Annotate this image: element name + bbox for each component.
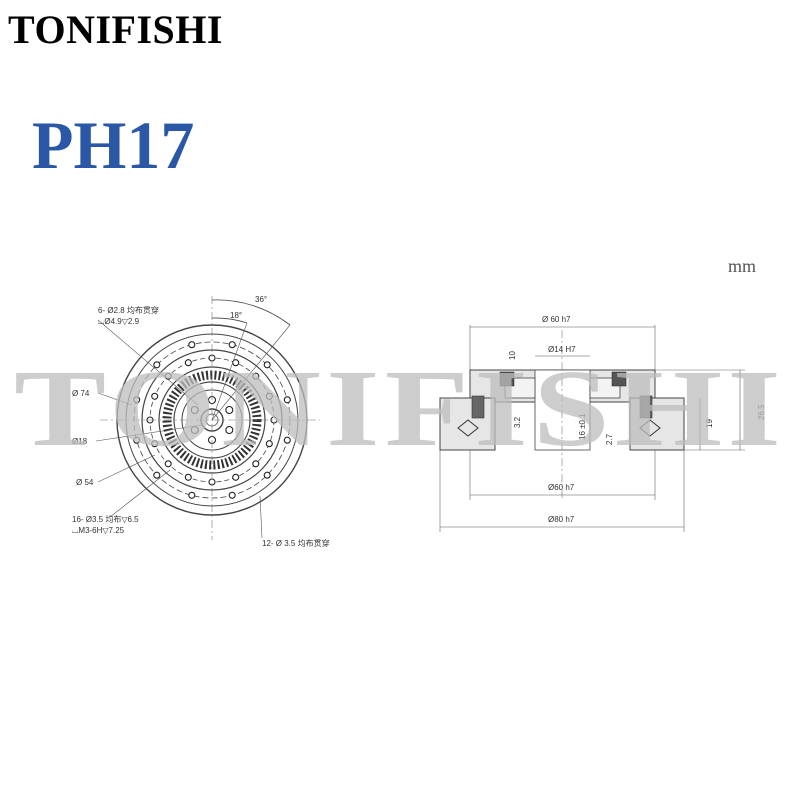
flange-hole-12 xyxy=(153,361,161,369)
dim-32: 3.2 xyxy=(513,416,522,428)
threaded-hole-16 xyxy=(164,460,172,468)
through-hole-6 xyxy=(225,405,234,415)
holes-12-group xyxy=(133,341,291,499)
flange-hole-12 xyxy=(263,471,271,479)
front-view: 6- Ø2.8 均布贯穿 ⌴Ø4.9▽2.9 36° 18° Ø 74 Ø18 … xyxy=(72,295,330,548)
dim-holes-16: 16- Ø3.5 均布▽6.5 xyxy=(72,514,139,524)
flange-hole-12 xyxy=(133,396,141,404)
cross-roller-right xyxy=(639,419,661,437)
bolt-left xyxy=(471,395,485,419)
through-hole-6 xyxy=(190,405,199,415)
angle-36-arc xyxy=(211,299,291,326)
flange-hole-12 xyxy=(263,361,271,369)
flange-hole-12 xyxy=(228,491,236,499)
brand-title: TONIFISHI xyxy=(8,7,223,52)
dim-10: 10 xyxy=(508,351,517,360)
model-title: PH17 xyxy=(32,107,195,183)
threaded-hole-16 xyxy=(265,440,273,448)
dim-16: 16 ±0.1 xyxy=(578,413,587,440)
threaded-hole-16 xyxy=(151,440,159,448)
threaded-hole-16 xyxy=(184,473,192,481)
angle-18-arc xyxy=(211,317,248,324)
through-hole-6 xyxy=(190,425,199,435)
threaded-hole-16 xyxy=(252,372,260,380)
dim-bottom-dia: Ø60 h7 xyxy=(548,483,575,492)
flange-hole-12 xyxy=(188,491,196,499)
leader-12-holes xyxy=(259,495,263,539)
threaded-hole-16 xyxy=(252,460,260,468)
leader-6-holes xyxy=(97,319,199,406)
threaded-hole-16 xyxy=(151,392,159,400)
dim-thread-16: ⌴M3-6H▽7.25 xyxy=(72,526,125,535)
flange-hole-12 xyxy=(153,471,161,479)
right-base xyxy=(629,397,685,451)
through-hole-6 xyxy=(225,425,234,435)
dim-hole-6: 6- Ø2.8 均布贯穿 xyxy=(98,305,159,315)
dim-d74: Ø 74 xyxy=(72,389,90,398)
leader-d18 xyxy=(95,424,203,442)
unit-label: mm xyxy=(728,256,757,276)
dim-d54: Ø 54 xyxy=(76,478,94,487)
nut-right-top xyxy=(611,371,627,387)
dim-27: 2.7 xyxy=(605,433,614,445)
leader-d74 xyxy=(97,392,133,406)
flange-hole-12 xyxy=(133,436,141,444)
dim-19: 19 xyxy=(705,419,714,428)
dim-outer-dia: Ø80 h7 xyxy=(548,515,575,524)
dim-cbore-6: ⌴Ø4.9▽2.9 xyxy=(98,317,140,326)
threaded-hole-16 xyxy=(164,372,172,380)
nut-left-top xyxy=(499,371,515,387)
angle-36-leader xyxy=(211,324,291,421)
flange-hole-12 xyxy=(283,396,291,404)
center-bore xyxy=(534,369,591,451)
dim-angle-18: 18° xyxy=(230,311,242,320)
bolt-right xyxy=(639,395,653,419)
dim-inner-dia: Ø14 H7 xyxy=(548,345,576,354)
flange-hole-12 xyxy=(228,341,236,349)
leader-d54 xyxy=(97,454,156,483)
threaded-hole-16 xyxy=(184,359,192,367)
side-view: Ø 60 h7 Ø14 H7 10 3.2 16 ±0.1 2.7 19 26.… xyxy=(439,315,766,532)
watermark-text: TONIFISHI xyxy=(14,347,786,469)
leader-16-holes xyxy=(109,469,171,518)
flange-hole-12 xyxy=(283,436,291,444)
dim-265: 26.5 xyxy=(757,404,766,420)
angle-18-leader xyxy=(211,322,248,421)
threaded-hole-16 xyxy=(232,473,240,481)
left-base xyxy=(439,397,496,451)
dim-holes-12: 12- Ø 3.5 均布贯穿 xyxy=(262,538,330,548)
dim-angle-36: 36° xyxy=(255,295,267,304)
flange-hole-12 xyxy=(188,341,196,349)
cross-roller-left xyxy=(457,419,479,437)
threaded-hole-16 xyxy=(265,392,273,400)
dim-d18: Ø18 xyxy=(72,437,88,446)
dim-top-dia: Ø 60 h7 xyxy=(542,315,571,324)
